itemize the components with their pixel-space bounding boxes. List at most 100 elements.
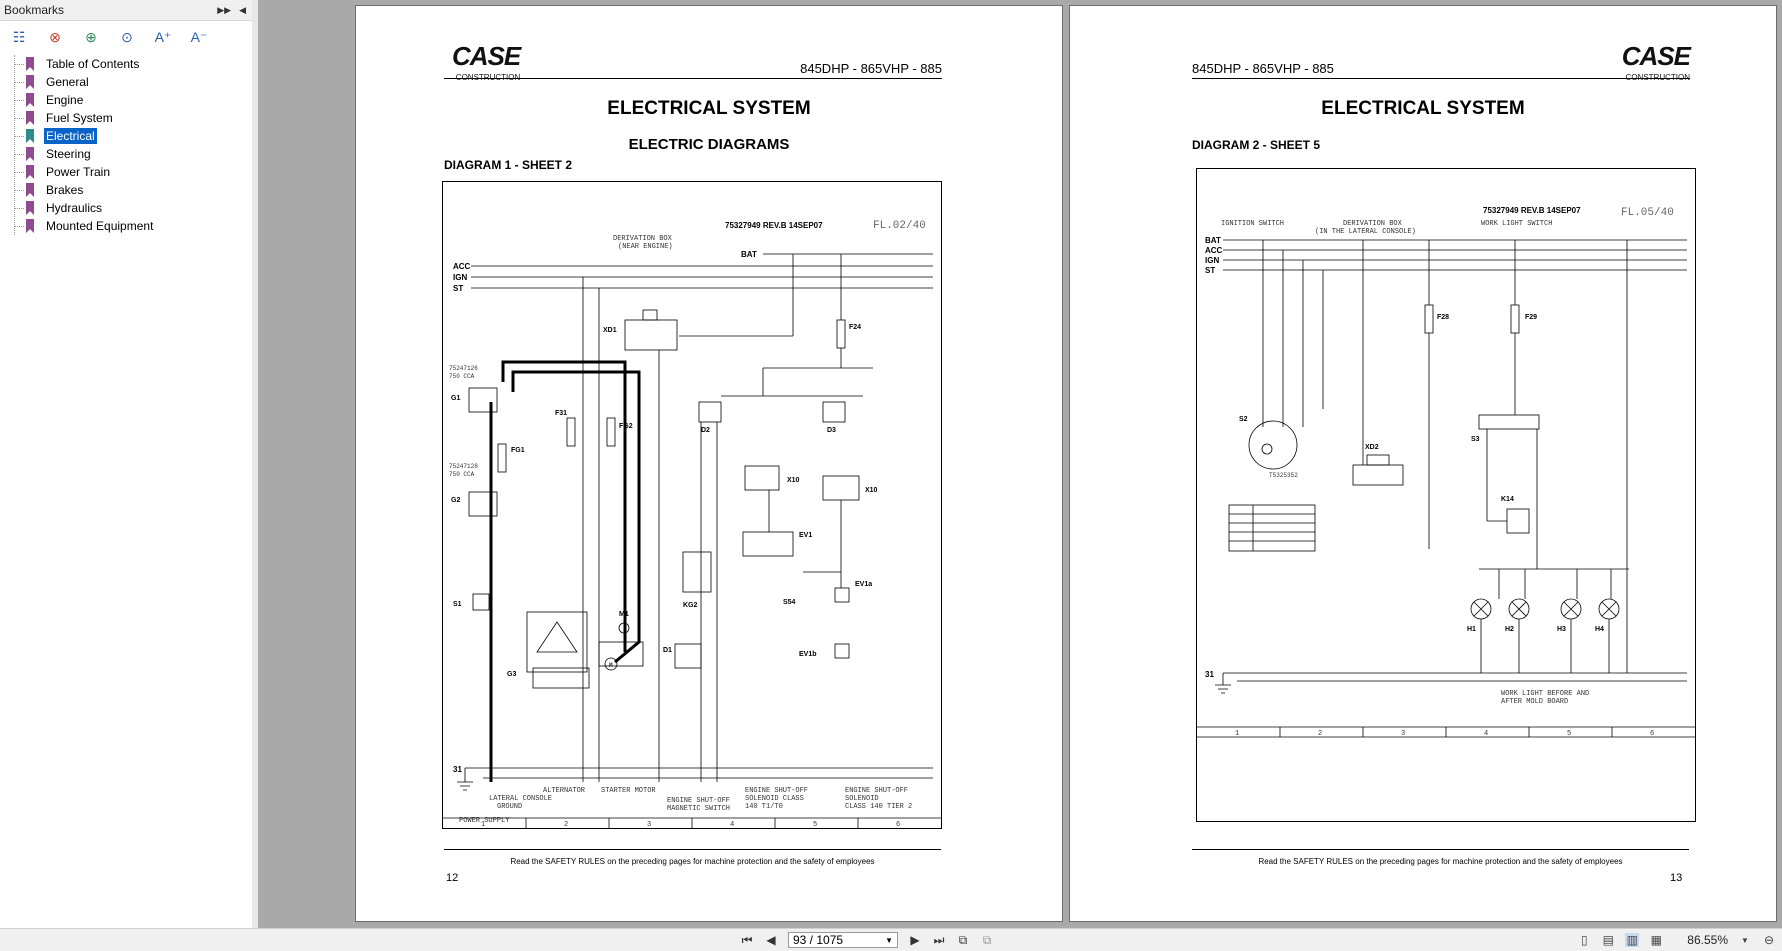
svg-text:EV1b: EV1b [799, 651, 817, 658]
svg-text:2: 2 [564, 821, 568, 828]
rotate-page-icon[interactable]: ⧉ [958, 932, 968, 947]
svg-text:DERIVATION BOX: DERIVATION BOX [613, 235, 673, 243]
bookmark-icon [26, 111, 34, 125]
delete-bookmark-icon[interactable]: ⊗ [49, 28, 61, 45]
svg-text:K14: K14 [1501, 496, 1514, 503]
diagram-label: DIAGRAM 1 - SHEET 2 [444, 158, 573, 172]
bookmark-item-selected[interactable]: Electrical [0, 127, 252, 145]
model-text: 845DHP - 865VHP - 885 [1192, 61, 1334, 76]
svg-text:3: 3 [647, 821, 651, 828]
diagram-ref: 75327949 REV.B 14SEP07 [725, 221, 823, 230]
svg-text:ENGINE SHUT-OFF: ENGINE SHUT-OFF [745, 787, 808, 795]
bookmark-item[interactable]: Engine [0, 91, 252, 109]
svg-text:6: 6 [1650, 730, 1654, 738]
facing-view-icon[interactable]: ▥ [1625, 933, 1640, 947]
continuous-view-icon[interactable]: ▤ [1602, 933, 1614, 947]
bookmark-item[interactable]: Hydraulics [0, 199, 252, 217]
svg-text:EV1a: EV1a [855, 581, 872, 588]
svg-text:AFTER MOLD BOARD: AFTER MOLD BOARD [1501, 698, 1568, 706]
svg-text:1: 1 [481, 821, 485, 828]
svg-text:3: 3 [1401, 730, 1405, 738]
svg-text:WORK LIGHT SWITCH: WORK LIGHT SWITCH [1481, 220, 1552, 228]
footer-rule [1192, 849, 1689, 850]
bookmark-label: Steering [46, 147, 91, 161]
svg-text:D2: D2 [701, 427, 710, 434]
svg-text:2: 2 [1318, 730, 1322, 738]
svg-text:S2: S2 [1239, 416, 1248, 423]
zoom-level[interactable]: 86.55% [1687, 933, 1728, 947]
svg-text:POWER SUPPLY: POWER SUPPLY [459, 817, 510, 825]
svg-text:ACC: ACC [453, 262, 471, 271]
fit-page-icon[interactable]: ⧉ [982, 932, 992, 947]
svg-text:31: 31 [1205, 670, 1214, 679]
svg-text:WORK LIGHT BEFORE AND: WORK LIGHT BEFORE AND [1501, 690, 1589, 698]
bookmark-label: Power Train [46, 165, 111, 179]
panel-collapse-icon[interactable]: ◀ [239, 4, 246, 15]
svg-text:(NEAR ENGINE): (NEAR ENGINE) [618, 243, 673, 251]
svg-text:4: 4 [1484, 730, 1488, 738]
model-text: 845DHP - 865VHP - 885 [800, 61, 942, 76]
bookmark-item[interactable]: Steering [0, 145, 252, 163]
zoom-dropdown-icon[interactable]: ▼ [1741, 935, 1749, 945]
page-navigation: ⏮ ◀ 93 / 1075▼ ▶ ⏭ ⧉ ⧉ [740, 929, 994, 951]
page-title: ELECTRICAL SYSTEM [607, 98, 811, 119]
diagram-ref: 75327949 REV.B 14SEP07 [1483, 206, 1581, 215]
continuous-facing-view-icon[interactable]: ▦ [1650, 933, 1662, 947]
bookmark-icon [26, 165, 34, 179]
svg-text:G2: G2 [451, 497, 460, 504]
svg-text:LATERAL CONSOLE: LATERAL CONSOLE [489, 795, 552, 803]
panel-expand-icon[interactable]: ▶▶ [217, 4, 232, 15]
svg-text:SOLENOID CLASS: SOLENOID CLASS [745, 795, 804, 803]
panel-splitter[interactable] [252, 0, 258, 930]
bookmark-item[interactable]: Mounted Equipment [0, 217, 252, 235]
expand-icon[interactable]: ☷ [12, 28, 26, 45]
svg-text:4: 4 [730, 821, 734, 828]
svg-text:EV1: EV1 [799, 532, 812, 539]
svg-text:D3: D3 [827, 427, 836, 434]
svg-text:X10: X10 [787, 477, 800, 484]
bookmarks-title: Bookmarks [4, 3, 65, 17]
svg-text:75247126: 75247126 [449, 365, 478, 372]
svg-text:H1: H1 [1467, 626, 1476, 633]
bookmark-item[interactable]: Fuel System [0, 109, 252, 127]
svg-text:G3: G3 [507, 671, 516, 678]
diagram-sheet: FL.05/40 [1621, 207, 1674, 219]
bookmark-icon [26, 75, 34, 89]
find-bookmark-icon[interactable]: ⊙ [121, 28, 133, 45]
svg-text:XD2: XD2 [1365, 444, 1379, 451]
bookmarks-header: Bookmarks ▶▶ ◀ [0, 0, 252, 21]
bookmark-label: Electrical [44, 128, 97, 144]
bookmark-item[interactable]: Brakes [0, 181, 252, 199]
svg-text:F31: F31 [555, 410, 567, 417]
prev-page-icon[interactable]: ◀ [766, 933, 776, 947]
increase-text-icon[interactable]: A⁺ [154, 28, 172, 45]
svg-text:(IN THE LATERAL CONSOLE): (IN THE LATERAL CONSOLE) [1315, 228, 1416, 236]
bookmark-item[interactable]: Power Train [0, 163, 252, 181]
first-page-icon[interactable]: ⏮ [741, 932, 753, 947]
decrease-text-icon[interactable]: A⁻ [190, 28, 208, 45]
diagram-sheet: FL.02/40 [873, 220, 926, 232]
footer-text: Read the SAFETY RULES on the preceding p… [510, 857, 875, 866]
status-bar: ⏮ ◀ 93 / 1075▼ ▶ ⏭ ⧉ ⧉ ▯ ▤ ▥ ▦ 86.55% ▼ … [0, 928, 1782, 951]
last-page-icon[interactable]: ⏭ [933, 932, 945, 947]
zoom-out-icon[interactable]: ⊖ [1763, 933, 1775, 947]
bookmark-item[interactable]: General [0, 73, 252, 91]
page-number-input[interactable]: 93 / 1075▼ [788, 932, 898, 948]
bookmark-label: Table of Contents [46, 57, 140, 71]
svg-text:KG2: KG2 [683, 602, 698, 609]
svg-text:5: 5 [813, 821, 817, 828]
next-page-icon[interactable]: ▶ [910, 933, 920, 947]
svg-text:75247128: 75247128 [449, 463, 478, 470]
svg-text:XD1: XD1 [603, 327, 617, 334]
svg-text:M: M [609, 662, 613, 669]
single-page-view-icon[interactable]: ▯ [1580, 933, 1588, 947]
page-number: 12 [446, 872, 459, 884]
bookmark-item[interactable]: Table of Contents [0, 55, 252, 73]
bookmark-icon [26, 129, 34, 143]
add-bookmark-icon[interactable]: ⊕ [85, 28, 97, 45]
